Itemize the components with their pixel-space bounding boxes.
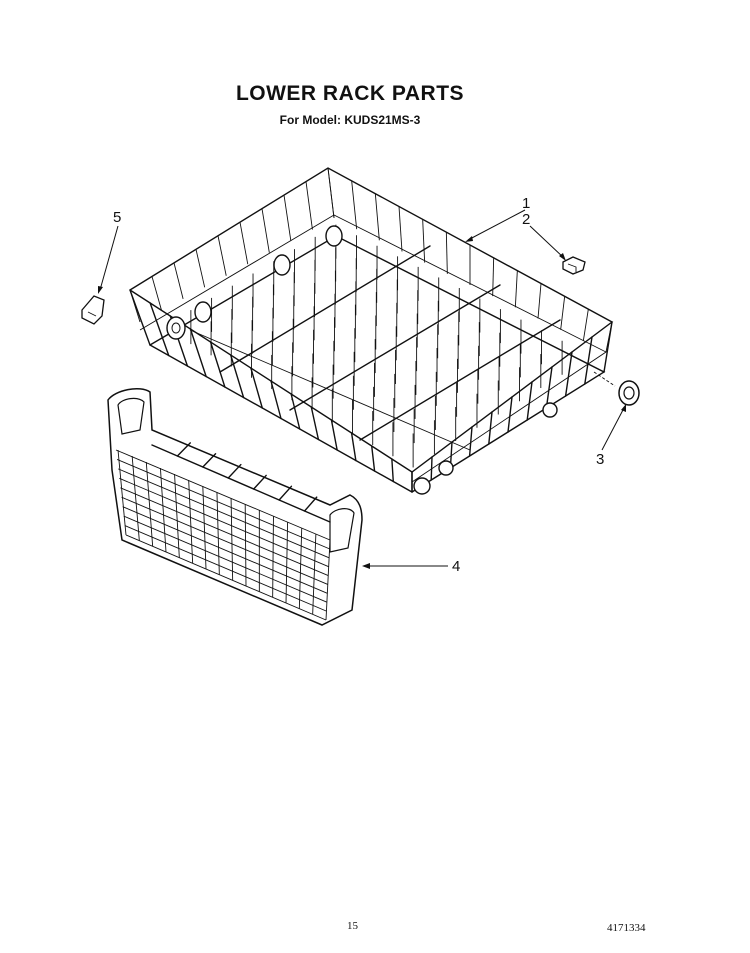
- model-subtitle: For Model: KUDS21MS-3: [279, 113, 421, 127]
- silverware-basket-part: [107, 388, 363, 626]
- rack-wheel-icon: [166, 225, 558, 495]
- roller-wheel-part: [593, 371, 640, 406]
- callout-1: 1: [522, 195, 530, 212]
- callout-5: 5: [113, 209, 121, 226]
- page-number: 15: [347, 920, 358, 932]
- callout-3: 3: [596, 451, 604, 468]
- rack-clip-part: [562, 256, 586, 275]
- leader-lines: [98, 209, 626, 569]
- callout-4: 4: [452, 558, 460, 575]
- stop-clip-part: [81, 295, 105, 325]
- lower-rack-assembly: [129, 167, 614, 495]
- callout-2: 2: [522, 211, 530, 228]
- page-title: LOWER RACK PARTS: [235, 82, 465, 105]
- document-number: 4171334: [607, 922, 646, 934]
